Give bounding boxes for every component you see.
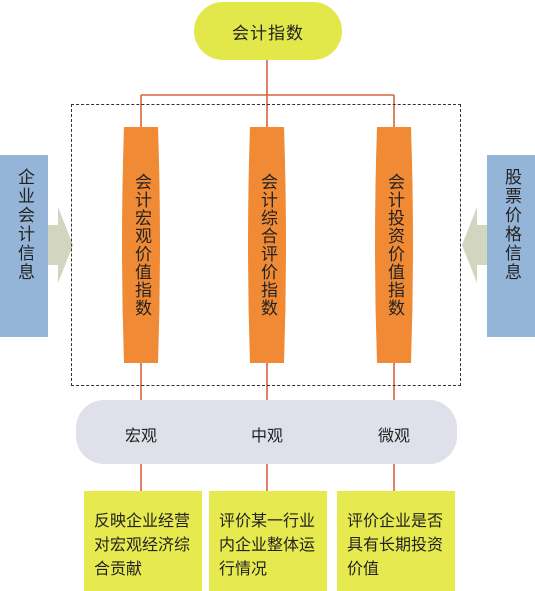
right-box-stock-price-info: 股票价格信息 <box>487 155 535 337</box>
left-box-label: 企业会计信息 <box>14 168 34 282</box>
level-micro: 微观 <box>377 426 410 445</box>
pillar-shape <box>375 127 413 363</box>
pillars-frame <box>71 104 461 386</box>
pillar-composite-evaluation-index: 会计综合评价指数 <box>246 127 288 363</box>
left-arrow <box>48 207 73 283</box>
left-box-enterprise-accounting-info: 企业会计信息 <box>0 155 48 337</box>
pillar-label: 会计综合评价指数 <box>257 173 277 317</box>
desc-text: 反映企业经营对宏观经济综合贡献 <box>94 511 191 578</box>
top-box-label: 会计指数 <box>232 23 304 44</box>
desc-box-meso: 评价某一行业内企业整体运行情况 <box>209 491 327 591</box>
level-macro: 宏观 <box>124 426 157 445</box>
pillar-label: 会计宏观价值指数 <box>131 173 151 317</box>
top-box-accounting-index: 会计指数 <box>194 2 342 60</box>
pillar-shape <box>122 127 160 363</box>
pillar-shape <box>248 127 286 363</box>
level-bar <box>76 400 457 464</box>
pillar-macro-value-index: 会计宏观价值指数 <box>120 127 162 363</box>
pillar-label: 会计投资价值指数 <box>384 173 404 317</box>
right-arrow <box>462 207 487 283</box>
desc-box-macro: 反映企业经营对宏观经济综合贡献 <box>84 491 202 591</box>
desc-box-micro: 评价企业是否具有长期投资价值 <box>337 491 455 591</box>
right-box-label: 股票价格信息 <box>501 168 521 282</box>
level-meso: 中观 <box>250 426 283 445</box>
pillar-investment-value-index: 会计投资价值指数 <box>373 127 415 363</box>
desc-text: 评价企业是否具有长期投资价值 <box>347 511 444 578</box>
desc-text: 评价某一行业内企业整体运行情况 <box>219 511 316 578</box>
